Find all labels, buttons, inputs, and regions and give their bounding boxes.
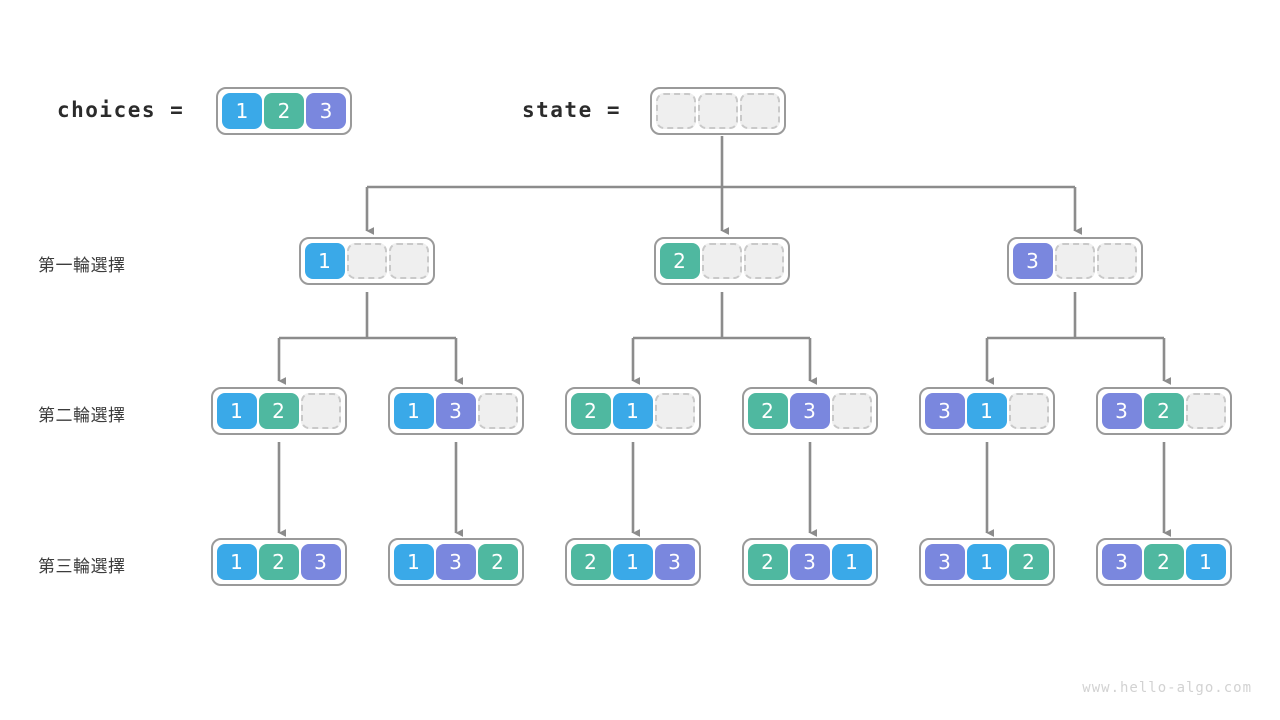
watermark: www.hello-algo.com [1082,680,1252,696]
value-cell: 2 [258,544,299,580]
empty-cell [740,93,780,129]
value-cell: 2 [570,544,611,580]
empty-cell [1096,243,1137,279]
value-cell: 1 [393,393,434,429]
value-cell: 3 [1101,393,1142,429]
empty-cell [346,243,387,279]
level-1-node-1: 1 [298,237,435,285]
value-cell: 3 [789,393,830,429]
value-cell: 1 [831,544,872,580]
value-cell: 1 [966,393,1007,429]
value-cell: 1 [393,544,434,580]
value-cell: 1 [222,93,262,129]
level-1-node-2: 2 [653,237,790,285]
value-cell: 3 [789,544,830,580]
value-cell: 3 [924,393,965,429]
value-cell: 1 [304,243,345,279]
value-cell: 3 [435,393,476,429]
empty-cell [1185,393,1226,429]
empty-cell [701,243,742,279]
value-cell: 2 [570,393,611,429]
empty-cell [1008,393,1049,429]
value-cell: 3 [300,544,341,580]
value-cell: 2 [659,243,700,279]
empty-cell [656,93,696,129]
value-cell: 1 [612,544,653,580]
empty-cell [300,393,341,429]
value-cell: 1 [1185,544,1226,580]
value-cell: 3 [306,93,346,129]
value-cell: 2 [258,393,299,429]
row-label-3: 第三輪選擇 [38,557,126,576]
value-cell: 2 [747,544,788,580]
empty-cell [698,93,738,129]
empty-cell [1054,243,1095,279]
value-cell: 1 [612,393,653,429]
empty-cell [743,243,784,279]
value-cell: 2 [477,544,518,580]
choices-label: choices = [57,98,185,122]
value-cell: 2 [1143,393,1184,429]
value-cell: 3 [435,544,476,580]
state-label: state = [522,98,622,122]
value-cell: 2 [1143,544,1184,580]
value-cell: 2 [747,393,788,429]
value-cell: 3 [654,544,695,580]
value-cell: 3 [1012,243,1053,279]
value-cell: 1 [966,544,1007,580]
row-label-2: 第二輪選擇 [38,406,126,425]
value-cell: 3 [1101,544,1142,580]
row-label-1: 第一輪選擇 [38,256,126,275]
value-cell: 3 [924,544,965,580]
level-1-node-3: 3 [1006,237,1143,285]
value-cell: 2 [264,93,304,129]
value-cell: 1 [216,544,257,580]
state-array [650,87,786,135]
empty-cell [831,393,872,429]
empty-cell [477,393,518,429]
value-cell: 2 [1008,544,1049,580]
empty-cell [388,243,429,279]
empty-cell [654,393,695,429]
value-cell: 1 [216,393,257,429]
